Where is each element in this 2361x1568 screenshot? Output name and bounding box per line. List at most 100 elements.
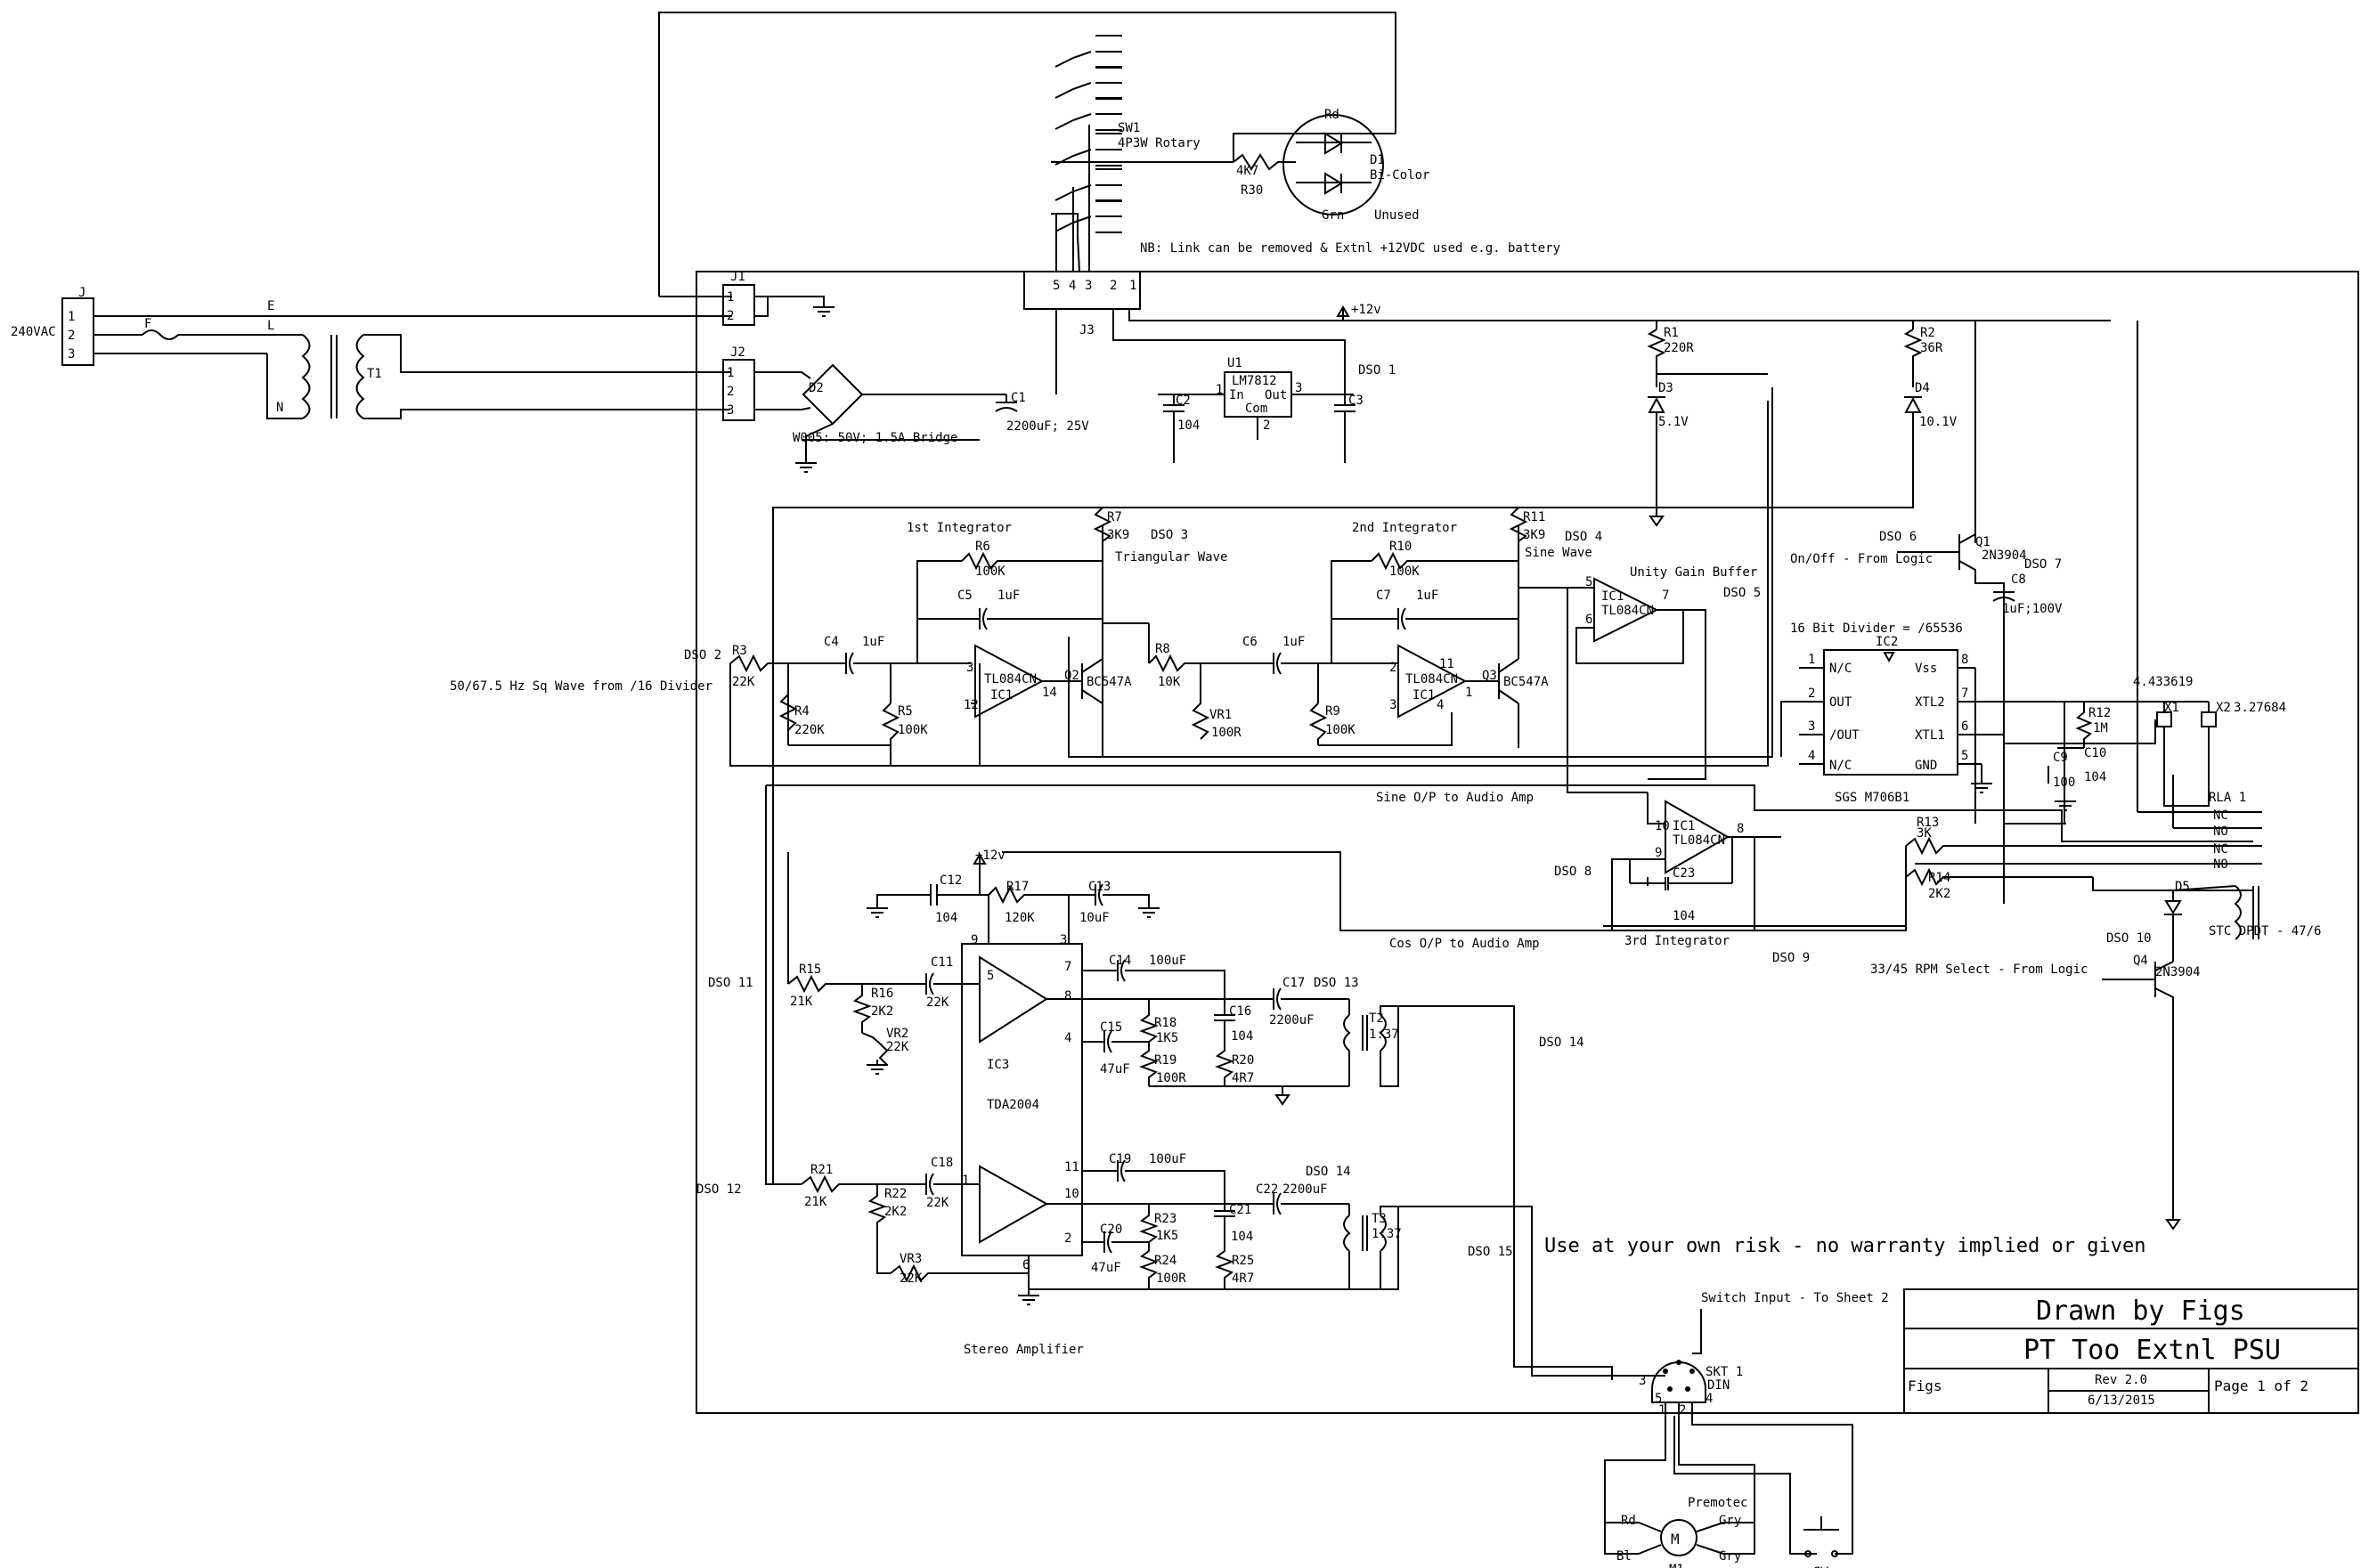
svg-text:1:37: 1:37: [1369, 1028, 1399, 1042]
svg-text:220R: 220R: [1664, 341, 1694, 355]
svg-text:1: 1: [68, 310, 75, 324]
svg-text:Q2: Q2: [1064, 669, 1079, 683]
svg-text:22K: 22K: [732, 675, 755, 689]
svg-text:240VAC: 240VAC: [11, 325, 56, 339]
svg-text:6: 6: [1961, 719, 1968, 734]
svg-text:Stereo Amplifier: Stereo Amplifier: [964, 1343, 1084, 1357]
svg-text:GND: GND: [1915, 759, 1937, 773]
svg-text:14: 14: [1042, 686, 1057, 700]
svg-text:3: 3: [1389, 698, 1396, 712]
board-outline: [696, 271, 2359, 1414]
svg-text:TL084CN: TL084CN: [1601, 604, 1654, 618]
svg-text:1: 1: [1465, 686, 1472, 700]
svg-text:8: 8: [1737, 822, 1744, 836]
svg-text:100K: 100K: [975, 565, 1005, 579]
ground-icon: [2055, 800, 2076, 811]
svg-text:DSO 9: DSO 9: [1772, 951, 1810, 965]
svg-text:104: 104: [1231, 1230, 1253, 1244]
title-label: PT Too Extnl PSU: [2023, 1335, 2281, 1366]
svg-text:Out: Out: [1265, 388, 1287, 402]
svg-text:BC547A: BC547A: [1087, 675, 1132, 689]
motor-icon: [1660, 1519, 1697, 1556]
svg-text:104: 104: [935, 911, 957, 925]
switch-contact: [1054, 51, 1092, 68]
svg-text:1uF: 1uF: [862, 635, 884, 649]
svg-text:4R7: 4R7: [1232, 1071, 1254, 1085]
svg-text:N/C: N/C: [1829, 759, 1852, 773]
svg-text:C6: C6: [1242, 635, 1258, 649]
svg-text:1: 1: [962, 1174, 969, 1188]
zener-references: R1 220R D3 5.1V R2 36R D4 10.1V: [772, 321, 1976, 758]
svg-text:3rd Integrator: 3rd Integrator: [1624, 934, 1730, 948]
svg-text:1: 1: [727, 290, 734, 305]
svg-text:22K: 22K: [926, 1196, 949, 1210]
svg-text:R6: R6: [975, 540, 990, 554]
svg-text:C11: C11: [931, 955, 953, 970]
svg-text:Grn: Grn: [1322, 208, 1344, 223]
svg-text:J2: J2: [730, 345, 745, 360]
svg-text:W005: 50V; 1.5A Bridge: W005: 50V; 1.5A Bridge: [793, 431, 957, 445]
svg-text:9: 9: [971, 933, 978, 947]
svg-text:TDA2004: TDA2004: [987, 1098, 1039, 1112]
svg-text:5: 5: [1655, 1392, 1662, 1406]
svg-text:Sine Wave: Sine Wave: [1525, 546, 1592, 560]
rev-label: Rev 2.0: [2095, 1373, 2147, 1387]
svg-text:X2: X2: [2216, 701, 2231, 715]
svg-text:100K: 100K: [898, 723, 928, 737]
svg-text:2: 2: [727, 309, 734, 323]
svg-text:1: 1: [727, 366, 734, 380]
svg-text:47uF: 47uF: [1100, 1062, 1130, 1076]
svg-text:DSO 2: DSO 2: [684, 648, 721, 662]
svg-text:BC547A: BC547A: [1503, 675, 1549, 689]
svg-text:T1: T1: [367, 367, 382, 381]
mains-input: J 240VAC 1 2 3 E L F N T1: [11, 286, 732, 419]
svg-text:2200uF: 2200uF: [1269, 1013, 1315, 1028]
svg-text:R18: R18: [1154, 1016, 1176, 1030]
svg-text:3: 3: [966, 661, 973, 675]
svg-text:Cos O/P to Audio Amp: Cos O/P to Audio Amp: [1389, 937, 1540, 951]
link-note: NB: Link can be removed & Extnl +12VDC u…: [1140, 241, 1560, 256]
svg-text:R15: R15: [799, 963, 821, 977]
svg-text:Vss: Vss: [1915, 662, 1937, 676]
svg-text:100K: 100K: [1389, 565, 1420, 579]
svg-text:In: In: [1229, 388, 1244, 402]
page-label: Page 1 of 2: [2214, 1377, 2308, 1394]
svg-text:33/45 RPM Select - From Logic: 33/45 RPM Select - From Logic: [1870, 963, 2088, 977]
svg-text:Sine O/P to Audio Amp: Sine O/P to Audio Amp: [1376, 791, 1534, 805]
svg-text:1K5: 1K5: [1156, 1229, 1178, 1243]
svg-text:3K9: 3K9: [1523, 528, 1545, 542]
svg-text:4: 4: [1437, 698, 1444, 712]
svg-text:IC1: IC1: [1673, 819, 1695, 833]
svg-text:J3: J3: [1079, 323, 1095, 337]
svg-text:DSO 4: DSO 4: [1565, 530, 1602, 544]
svg-text:XTL1: XTL1: [1915, 728, 1945, 743]
date-label: 6/13/2015: [2088, 1393, 2155, 1408]
svg-text:SGS M706B1: SGS M706B1: [1835, 791, 1909, 805]
svg-text:R2: R2: [1920, 326, 1935, 340]
svg-text:C16: C16: [1229, 1004, 1251, 1019]
svg-text:M: M: [1671, 1531, 1680, 1548]
svg-text:2: 2: [1679, 1403, 1686, 1418]
svg-text:Unused: Unused: [1374, 208, 1420, 223]
svg-text:R14: R14: [1928, 871, 1950, 885]
svg-text:R23: R23: [1154, 1212, 1176, 1226]
svg-text:1K5: 1K5: [1156, 1031, 1178, 1045]
svg-text:2K2: 2K2: [871, 1004, 893, 1019]
svg-text:10: 10: [1064, 1187, 1079, 1201]
svg-text:RLA 1: RLA 1: [2209, 791, 2246, 805]
svg-text:D2: D2: [809, 381, 824, 395]
svg-text:8: 8: [1064, 989, 1071, 1003]
svg-text:11: 11: [1439, 657, 1454, 671]
svg-text:3K9: 3K9: [1107, 528, 1129, 542]
svg-text:5: 5: [1585, 575, 1592, 589]
svg-text:2N3904: 2N3904: [1982, 548, 2027, 563]
svg-text:DSO 7: DSO 7: [2024, 557, 2062, 572]
svg-text:F: F: [144, 317, 151, 331]
svg-text:T3: T3: [1372, 1212, 1387, 1226]
svg-text:U1: U1: [1227, 356, 1242, 370]
svg-text:SW1: SW1: [1118, 121, 1140, 135]
svg-text:C22: C22: [1256, 1182, 1278, 1197]
svg-text:C8: C8: [2011, 573, 2026, 587]
svg-text:1M: 1M: [2093, 721, 2108, 735]
